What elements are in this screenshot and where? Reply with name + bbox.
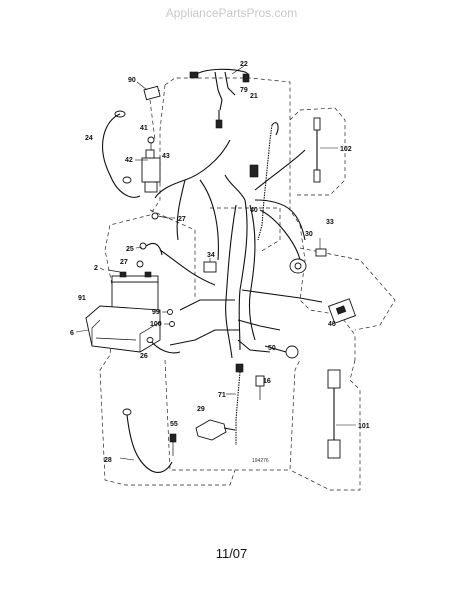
tractor-outline [99, 77, 396, 491]
part-101-cable [327, 369, 356, 459]
part-26-wire [146, 337, 181, 354]
part-91-battery [99, 260, 159, 313]
callout-22: 22 [240, 61, 248, 68]
callout-101: 101 [358, 423, 370, 430]
part-16-connector [255, 375, 265, 400]
part-102-cable [313, 117, 338, 183]
callout-25: 25 [126, 246, 134, 253]
part-24-cable [102, 110, 141, 198]
part-25-wire [135, 242, 163, 256]
callout-42: 42 [125, 157, 133, 164]
callout-102: 102 [340, 146, 352, 153]
callout-27a: 27 [178, 216, 186, 223]
part-34-connector [203, 258, 217, 273]
watermark: AppliancePartsPros.com [165, 6, 298, 20]
callout-2: 2 [94, 265, 98, 272]
part-71-coiled-wire [226, 363, 244, 445]
main-harness [154, 139, 323, 359]
callout-50: 50 [268, 345, 276, 352]
callout-26: 26 [140, 353, 148, 360]
part-99-100-fasteners [162, 309, 175, 327]
part-28-ground-cable [119, 408, 177, 473]
callout-43: 43 [162, 153, 170, 160]
figure-number: 194276 [252, 458, 269, 464]
callout-29: 29 [197, 406, 205, 413]
part-40-coiled-wire [249, 122, 279, 241]
part-30-ignition-switch [289, 238, 327, 274]
callout-79: 79 [240, 87, 248, 94]
callout-40: 40 [250, 207, 258, 214]
footer-date: 11/07 [215, 546, 248, 561]
part-27-terminal [151, 212, 175, 220]
part-50-switch [264, 345, 299, 359]
part-6-battery-tray [75, 305, 161, 353]
callout-30: 30 [305, 231, 313, 238]
callout-41: 41 [140, 125, 148, 132]
part-43-starter-solenoid [135, 136, 161, 193]
callout-27b: 27 [120, 259, 128, 266]
callout-90: 90 [128, 77, 136, 84]
callout-55: 55 [170, 421, 178, 428]
part-90-relay [136, 81, 161, 101]
callout-71: 71 [218, 392, 226, 399]
callout-34: 34 [207, 252, 215, 259]
callout-16: 16 [263, 378, 271, 385]
callout-99: 99 [152, 309, 160, 316]
part-22-headlight-harness [189, 65, 250, 129]
callout-91: 91 [78, 295, 86, 302]
callout-6: 6 [70, 330, 74, 337]
part-29-seat-switch [195, 419, 236, 441]
callout-24: 24 [85, 135, 93, 142]
callout-33: 33 [326, 219, 334, 226]
callout-21: 21 [250, 93, 258, 100]
callout-28: 28 [104, 457, 112, 464]
callout-100: 100 [150, 321, 162, 328]
callout-46: 46 [328, 321, 336, 328]
part-46-switch [328, 298, 356, 324]
